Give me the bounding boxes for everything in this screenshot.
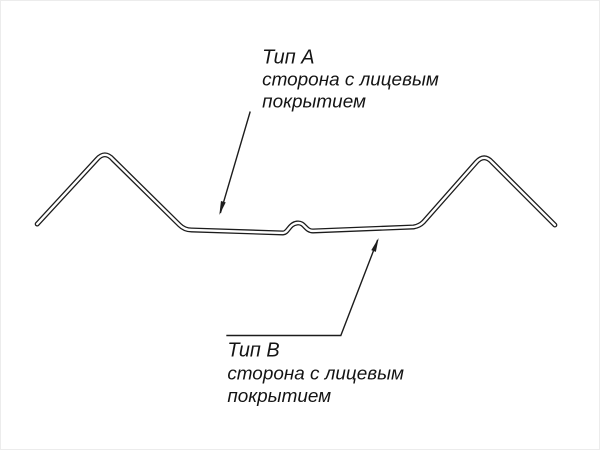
leader-line-a: [219, 111, 251, 214]
profile-outline-inner: [35, 153, 557, 235]
callout-a-title: Тип А: [262, 47, 314, 69]
callout-a-line1: сторона с лицевым: [262, 70, 439, 91]
callout-b-line1: сторона с лицевым: [227, 363, 404, 384]
callout-a-line2: покрытием: [262, 92, 366, 113]
leader-arrow-b-icon: [371, 237, 379, 252]
callout-b-line2: покрытием: [227, 386, 331, 407]
leader-line-b: [226, 239, 379, 337]
leader-arrow-a-icon: [219, 201, 226, 216]
profile-outline-outer: [34, 152, 558, 236]
callout-b-title: Тип В: [227, 339, 279, 361]
